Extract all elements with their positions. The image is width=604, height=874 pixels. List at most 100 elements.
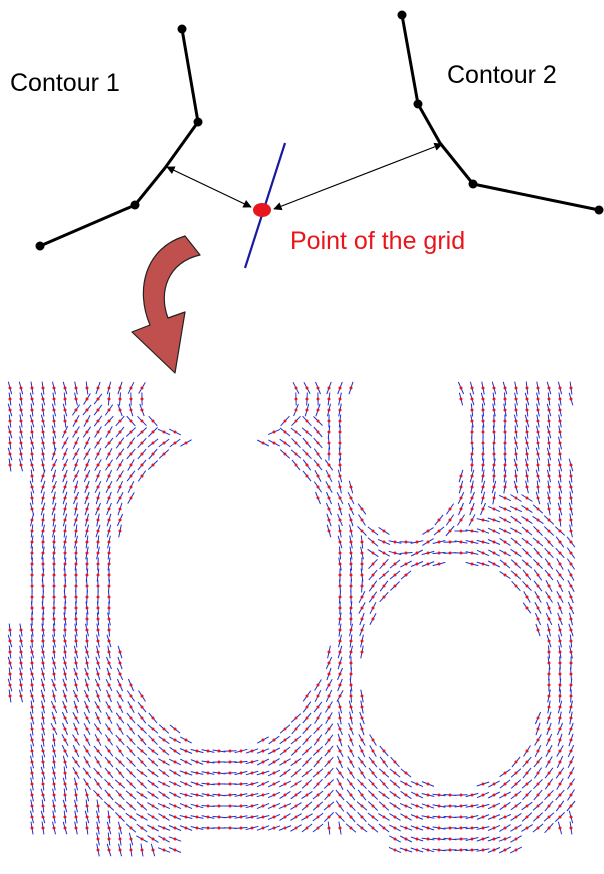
orientation-dot (107, 540, 111, 544)
orientation-dot (569, 518, 573, 522)
orientation-dot (151, 419, 155, 423)
orientation-dot (360, 749, 364, 753)
orientation-dot (52, 452, 56, 456)
orientation-dot (30, 507, 34, 511)
orientation-dot (118, 804, 122, 808)
orientation-dot (470, 793, 474, 797)
orientation-dot (492, 529, 496, 533)
orientation-dot (41, 573, 45, 577)
orientation-dot (338, 595, 342, 599)
orientation-dot (107, 727, 111, 731)
orientation-dot (558, 386, 562, 390)
orientation-dot (118, 474, 122, 478)
orientation-dot (349, 749, 353, 753)
orientation-dot (96, 782, 100, 786)
orientation-dot (558, 562, 562, 566)
orientation-dot (448, 804, 452, 808)
orientation-dot (481, 815, 485, 819)
orientation-dot (360, 639, 364, 643)
orientation-dot (41, 430, 45, 434)
orientation-dot (107, 551, 111, 555)
orientation-dot (217, 760, 221, 764)
orientation-dot (569, 826, 573, 830)
orientation-dot (481, 529, 485, 533)
orientation-dot (514, 848, 518, 852)
orientation-dot (283, 749, 287, 753)
orientation-dot (327, 650, 331, 654)
orientation-dot (569, 551, 573, 555)
orientation-dot (481, 540, 485, 544)
orientation-dot (393, 848, 397, 852)
orientation-dot (63, 452, 67, 456)
orientation-dot (96, 408, 100, 412)
orientation-dot (492, 397, 496, 401)
orientation-dot (107, 584, 111, 588)
orientation-dot (558, 749, 562, 753)
orientation-dot (283, 804, 287, 808)
orientation-dot (536, 815, 540, 819)
orientation-dot (272, 826, 276, 830)
orientation-dot (481, 551, 485, 555)
orientation-dot (360, 562, 364, 566)
orientation-dot (503, 804, 507, 808)
orientation-dot (547, 551, 551, 555)
orientation-dot (52, 507, 56, 511)
orientation-dot (536, 716, 540, 720)
orientation-dot (514, 562, 518, 566)
orientation-dot (85, 408, 89, 412)
orientation-dot (63, 782, 67, 786)
orientation-dot (525, 397, 529, 401)
orientation-dot (228, 804, 232, 808)
orientation-dot (41, 584, 45, 588)
orientation-dot (349, 606, 353, 610)
orientation-dot (162, 837, 166, 841)
orientation-dot (63, 386, 67, 390)
orientation-dot (547, 474, 551, 478)
orientation-dot (30, 782, 34, 786)
orientation-dot (19, 386, 23, 390)
orientation-dot (327, 815, 331, 819)
orientation-dot (547, 782, 551, 786)
orientation-dot (481, 518, 485, 522)
orientation-dot (96, 749, 100, 753)
orientation-dot (30, 804, 34, 808)
orientation-dot (206, 815, 210, 819)
orientation-dot (503, 551, 507, 555)
orientation-dot (360, 727, 364, 731)
orientation-dot (503, 397, 507, 401)
orientation-dot (184, 815, 188, 819)
orientation-dot (404, 837, 408, 841)
orientation-dot (140, 452, 144, 456)
contour-1-vertices (35, 24, 203, 251)
orientation-dot (305, 815, 309, 819)
orientation-dot (140, 826, 144, 830)
orientation-dot (272, 441, 276, 445)
orientation-dot (426, 826, 430, 830)
orientation-dot (30, 650, 34, 654)
orientation-dot (316, 408, 320, 412)
orientation-dot (107, 452, 111, 456)
orientation-dot (217, 804, 221, 808)
orientation-dot (63, 518, 67, 522)
orientation-dot (162, 430, 166, 434)
orientation-dot (492, 848, 496, 852)
orientation-dot (162, 749, 166, 753)
orientation-dot (52, 672, 56, 676)
orientation-dot (437, 826, 441, 830)
orientation-dot (173, 837, 177, 841)
orientation-dot (129, 419, 133, 423)
orientation-dot (19, 639, 23, 643)
orientation-dot (74, 408, 78, 412)
orientation-dot (558, 573, 562, 577)
orientation-dot (52, 771, 56, 775)
orientation-dot (173, 815, 177, 819)
orientation-dot (19, 683, 23, 687)
orientation-dot (195, 760, 199, 764)
orientation-dot (492, 408, 496, 412)
orientation-dot (63, 606, 67, 610)
orientation-dot (41, 518, 45, 522)
orientation-dot (371, 771, 375, 775)
orientation-dot (41, 606, 45, 610)
orientation-dot (85, 507, 89, 511)
orientation-dot (327, 793, 331, 797)
